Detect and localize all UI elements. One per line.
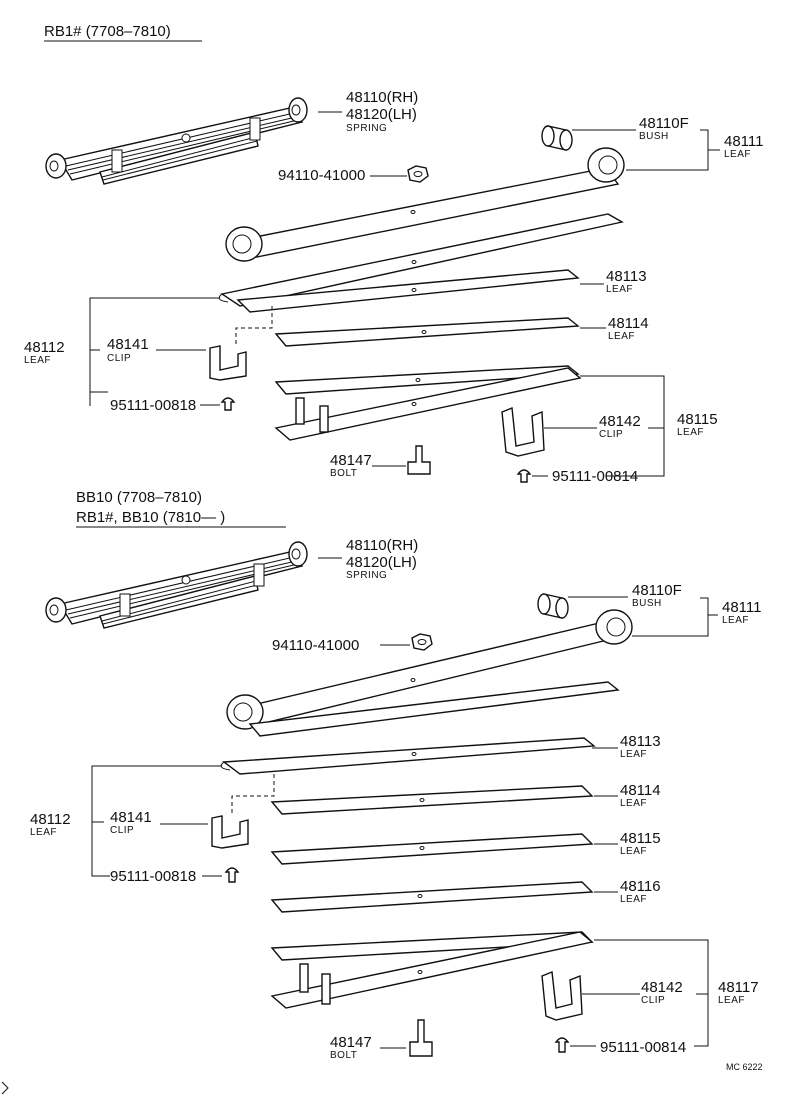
spring-lh-part-number-2: 48120(LH) [346, 554, 417, 571]
section-2: BB10 (7708–7810) RB1#, BB10 (7810— ) 481… [30, 489, 762, 1061]
section-1: RB1# (7708–7810) 48110(RH) 48120(LH) SPR… [24, 23, 764, 485]
bottom-leaf-part-number-2: 48117 [718, 979, 759, 996]
footer-code: MC 6222 [726, 1062, 763, 1072]
section-2-header-line-1: BB10 (7708–7810) [76, 489, 202, 506]
short-leaf-part-number: 48112 [24, 339, 65, 356]
bolt-part-number: 48147 [330, 452, 372, 469]
rivet-b-icon [516, 469, 532, 483]
section-1-header: RB1# (7708–7810) [44, 23, 171, 40]
bottom-leaf-label-2: LEAF [718, 995, 745, 1006]
clip-b-label: CLIP [599, 429, 623, 440]
rivet-b-icon-2 [554, 1037, 570, 1053]
clip-b-label-2: CLIP [641, 995, 665, 1006]
short-leaf-illustration [218, 213, 624, 307]
leaf-5-illustration-2 [270, 881, 594, 913]
nut-part-number: 94110-41000 [278, 167, 365, 184]
main-leaf-label-2: LEAF [722, 615, 749, 626]
spring-label-2: SPRING [346, 570, 387, 581]
main-leaf-illustration-2 [226, 609, 633, 730]
short-leaf-illustration-2 [220, 737, 596, 775]
spring-label: SPRING [346, 123, 387, 134]
bolt-label: BOLT [330, 468, 357, 479]
bottom-leaf-illustration-2 [270, 931, 594, 1009]
leaf-3-part-number: 48114 [608, 315, 649, 332]
spring-assembly-illustration [45, 97, 308, 185]
clip-b-part-number: 48142 [599, 413, 641, 430]
leaf-4-illustration-2 [270, 833, 594, 865]
clip-a-icon [209, 345, 247, 381]
bush-icon [541, 125, 573, 151]
short-leaf-label: LEAF [24, 355, 51, 366]
leaf-2-label-2: LEAF [620, 749, 647, 760]
leaf-2-part-number: 48113 [606, 268, 647, 285]
leaf-2-part-number-2: 48113 [620, 733, 661, 750]
bolt-icon-2 [409, 1019, 433, 1057]
spring-assembly-illustration-2 [45, 541, 308, 629]
leaf-5-part-number-2: 48116 [620, 878, 661, 895]
bush-icon-2 [537, 593, 569, 619]
clip-b-icon-2 [541, 971, 583, 1021]
bush-label-2: BUSH [632, 598, 662, 609]
bottom-leaf-illustration [274, 367, 582, 441]
bottom-leaf-part-number: 48115 [677, 411, 718, 428]
main-leaf-label: LEAF [724, 149, 751, 160]
bush-part-number-2: 48110F [632, 582, 682, 599]
clip-a-part-number-2: 48141 [110, 809, 152, 826]
bottom-leaf-label: LEAF [677, 427, 704, 438]
rivet-a-part-number: 95111-00818 [110, 397, 196, 414]
clip-a-icon-2 [211, 815, 249, 849]
main-leaf-illustration [225, 147, 625, 262]
nut-part-number-2: 94110-41000 [272, 637, 359, 654]
spring-lh-part-number: 48120(LH) [346, 106, 417, 123]
section-2-header-line-2: RB1#, BB10 (7810— ) [76, 509, 225, 526]
spring-rh-part-number-2: 48110(RH) [346, 537, 418, 554]
clip-b-part-number-2: 48142 [641, 979, 683, 996]
leaf-3-label-2: LEAF [620, 798, 647, 809]
bush-label: BUSH [639, 131, 669, 142]
clip-a-label-2: CLIP [110, 825, 134, 836]
leaf-4-part-number-2: 48115 [620, 830, 661, 847]
leaf-5-label-2: LEAF [620, 894, 647, 905]
leaf-3-label: LEAF [608, 331, 635, 342]
bush-part-number: 48110F [639, 115, 689, 132]
spring-rh-part-number: 48110(RH) [346, 89, 418, 106]
leaf-3-illustration-2 [270, 785, 594, 815]
main-leaf-part-number-2: 48111 [722, 599, 762, 616]
rivet-a-icon-2 [224, 867, 240, 883]
short-leaf-part-number-2: 48112 [30, 811, 71, 828]
rivet-a-icon [220, 397, 236, 411]
leaf-2-label: LEAF [606, 284, 633, 295]
main-leaf-part-number: 48111 [724, 133, 764, 150]
bolt-label-2: BOLT [330, 1050, 357, 1061]
leaf-2-illustration [236, 269, 580, 313]
clip-a-part-number: 48141 [107, 336, 149, 353]
clip-b-icon [501, 407, 545, 457]
corner-mark [1, 1081, 9, 1095]
bolt-part-number-2: 48147 [330, 1034, 372, 1051]
rivet-b-part-number: 95111-00814 [552, 468, 638, 485]
leaf-3-part-number-2: 48114 [620, 782, 661, 799]
clip-a-label: CLIP [107, 353, 131, 364]
short-leaf-label-2: LEAF [30, 827, 57, 838]
rivet-a-part-number-2: 95111-00818 [110, 868, 196, 885]
leaf-3-illustration [274, 317, 580, 347]
bolt-icon [407, 445, 431, 475]
rivet-b-part-number-2: 95111-00814 [600, 1039, 686, 1056]
leaf-4-label-2: LEAF [620, 846, 647, 857]
